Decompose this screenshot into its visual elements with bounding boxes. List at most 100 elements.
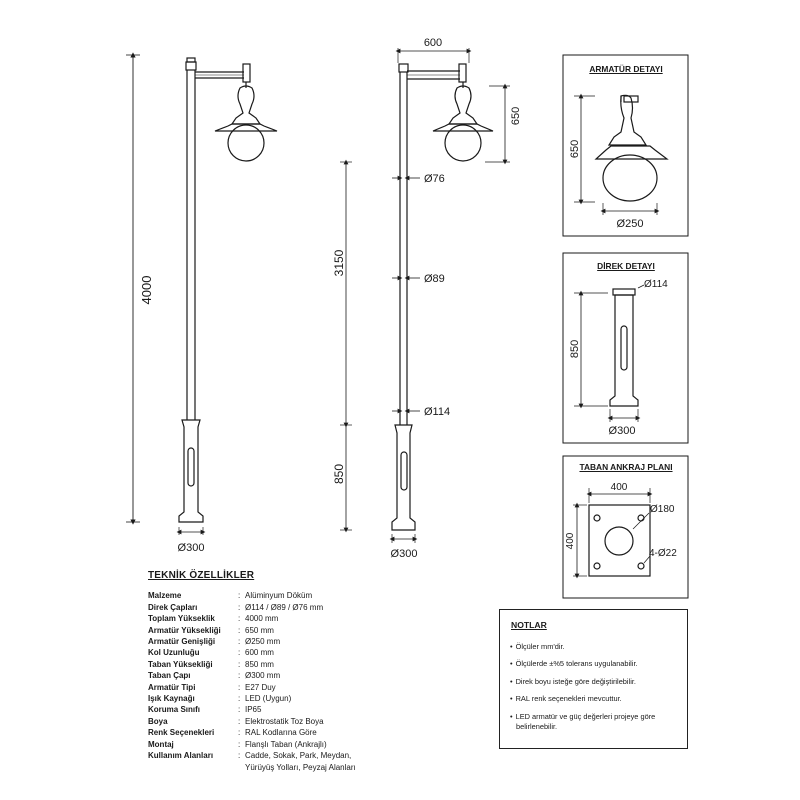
spec-key: Armatür Tipi <box>148 682 196 692</box>
anchor-hole-label: Ø180 <box>650 504 675 515</box>
spec-row: Montaj: Flanşlı Taban (Ankrajlı) <box>148 739 478 750</box>
spec-value: Yürüyüş Yolları, Peyzaj Alanları <box>245 762 356 772</box>
notes-list: Ölçüler mm'dir. Ölçülerde ±%5 tolerans uy… <box>508 642 679 732</box>
middle-pole-view <box>340 48 510 543</box>
diameter-114-label: Ø114 <box>424 406 450 418</box>
pole-detail-panel <box>562 252 689 444</box>
spec-value: Elektrostatik Toz Boya <box>245 716 324 726</box>
spec-key: Armatür Genişliği <box>148 637 216 647</box>
spec-separator: : <box>238 671 241 681</box>
pole-detail-height: 850 <box>569 340 581 358</box>
arm-length-label: 600 <box>424 37 442 49</box>
spec-separator: : <box>238 728 241 738</box>
anchor-height-label: 400 <box>565 532 576 549</box>
spec-row: Taban Yüksekliği:850 mm <box>148 659 478 670</box>
spec-key: Armatür Yüksekliği <box>148 625 221 635</box>
armature-detail-diameter: Ø250 <box>617 218 644 230</box>
spec-row: Direk Çapları: Ø114 / Ø89 / Ø76 mm <box>148 602 478 613</box>
note-item: Ölçüler mm'dir. <box>508 642 679 652</box>
spec-separator: : <box>238 602 241 612</box>
spec-value: 650 mm <box>245 625 274 635</box>
spec-separator: : <box>238 751 241 761</box>
left-pole-view <box>126 52 278 535</box>
spec-row: Koruma Sınıfı: IP65 <box>148 704 478 715</box>
note-item: LED armatür ve güç değerleri projeye gör… <box>508 712 679 732</box>
spec-row: Armatür Tipi: E27 Duy <box>148 682 478 693</box>
note-item: Ölçülerde ±%5 tolerans uygulanabilir. <box>508 659 679 669</box>
spec-value: LED (Uygun) <box>245 694 292 704</box>
spec-row: Kol Uzunluğu:600 mm <box>148 647 478 658</box>
spec-row: Kullanım Alanları:Cadde, Sokak, Park, Me… <box>148 750 478 761</box>
diameter-89-label: Ø89 <box>424 273 445 285</box>
spec-key: Malzeme <box>148 591 182 601</box>
spec-row: Işık Kaynağı: LED (Uygun) <box>148 693 478 704</box>
spec-value: E27 Duy <box>245 682 276 692</box>
specs-title: TEKNİK ÖZELLİKLER <box>148 570 255 581</box>
spec-value: Ø114 / Ø89 / Ø76 mm <box>245 602 324 612</box>
spec-value: Ø300 mm <box>245 671 281 681</box>
anchor-plan-title: TABAN ANKRAJ PLANI <box>579 462 673 472</box>
note-item: RAL renk seçenekleri mevcuttur. <box>508 694 679 704</box>
pole-detail-title: DİREK DETAYI <box>597 261 655 271</box>
spec-separator: : <box>238 705 241 715</box>
spec-separator: : <box>238 682 241 692</box>
spec-separator: : <box>238 614 241 624</box>
spec-key: Taban Yüksekliği <box>148 659 213 669</box>
spec-row: Boya: Elektrostatik Toz Boya <box>148 716 478 727</box>
anchor-width-label: 400 <box>611 482 628 493</box>
spec-row: Yürüyüş Yolları, Peyzaj Alanları <box>148 762 478 773</box>
diameter-76-label: Ø76 <box>424 173 445 185</box>
spec-value: 4000 mm <box>245 614 279 624</box>
total-height-label: 4000 <box>139 276 154 305</box>
left-base-diameter-label: Ø300 <box>178 542 205 554</box>
notes-box: NOTLAR Ölçüler mm'dir. Ölçülerde ±%5 tole… <box>499 609 688 749</box>
spec-key: Direk Çapları <box>148 602 198 612</box>
spec-row: Armatür Yüksekliği:650 mm <box>148 625 478 636</box>
spec-value: Flanşlı Taban (Ankrajlı) <box>245 739 327 749</box>
spec-separator: : <box>238 625 241 635</box>
spec-row: Taban Çapı: Ø300 mm <box>148 670 478 681</box>
spec-value: RAL Kodlarına Göre <box>245 728 317 738</box>
spec-separator: : <box>238 637 241 647</box>
spec-value: IP65 <box>245 705 262 715</box>
spec-key: Koruma Sınıfı <box>148 705 201 715</box>
spec-separator: : <box>238 739 241 749</box>
spec-separator <box>238 762 245 773</box>
spec-row: Armatür Genişliği: Ø250 mm <box>148 636 478 647</box>
armature-detail-height: 650 <box>569 140 581 158</box>
spec-row: Renk Seçenekleri: RAL Kodlarına Göre <box>148 727 478 738</box>
spec-separator: : <box>238 716 241 726</box>
spec-separator: : <box>238 648 241 658</box>
spec-value: Ø250 mm <box>245 637 281 647</box>
spec-key <box>148 762 238 773</box>
spec-key: Işık Kaynağı <box>148 694 195 704</box>
spec-key: Taban Çapı <box>148 671 191 681</box>
technical-specs: TEKNİK ÖZELLİKLER Malzeme:Alüminyum Dökü… <box>148 570 478 773</box>
pole-detail-base-diameter: Ø300 <box>609 425 636 437</box>
spec-separator: : <box>238 591 241 601</box>
spec-value: 600 mm <box>245 648 274 658</box>
spec-separator: : <box>238 659 241 669</box>
spec-key: Boya <box>148 716 168 726</box>
pole-detail-diameter: Ø114 <box>644 279 668 290</box>
notes-title: NOTLAR <box>511 620 547 630</box>
spec-key: Renk Seçenekleri <box>148 728 215 738</box>
spec-value: Cadde, Sokak, Park, Meydan, <box>245 751 352 761</box>
anchor-plan-panel <box>562 455 689 599</box>
spec-key: Montaj <box>148 739 174 749</box>
lantern-height-label: 650 <box>510 107 522 125</box>
spec-row: Malzeme:Alüminyum Döküm <box>148 590 478 601</box>
lower-base-height-label: 850 <box>332 464 346 484</box>
spec-row: Toplam Yükseklik:4000 mm <box>148 613 478 624</box>
spec-value: 850 mm <box>245 659 274 669</box>
armature-detail-panel <box>562 54 689 237</box>
upper-pole-height-label: 3150 <box>332 249 346 276</box>
right-base-diameter-label: Ø300 <box>391 548 418 560</box>
spec-separator: : <box>238 694 241 704</box>
spec-key: Kol Uzunluğu <box>148 648 200 658</box>
spec-key: Toplam Yükseklik <box>148 614 215 624</box>
anchor-bolts-label: 4-Ø22 <box>649 548 677 559</box>
armature-detail-title: ARMATÜR DETAYI <box>589 64 663 74</box>
